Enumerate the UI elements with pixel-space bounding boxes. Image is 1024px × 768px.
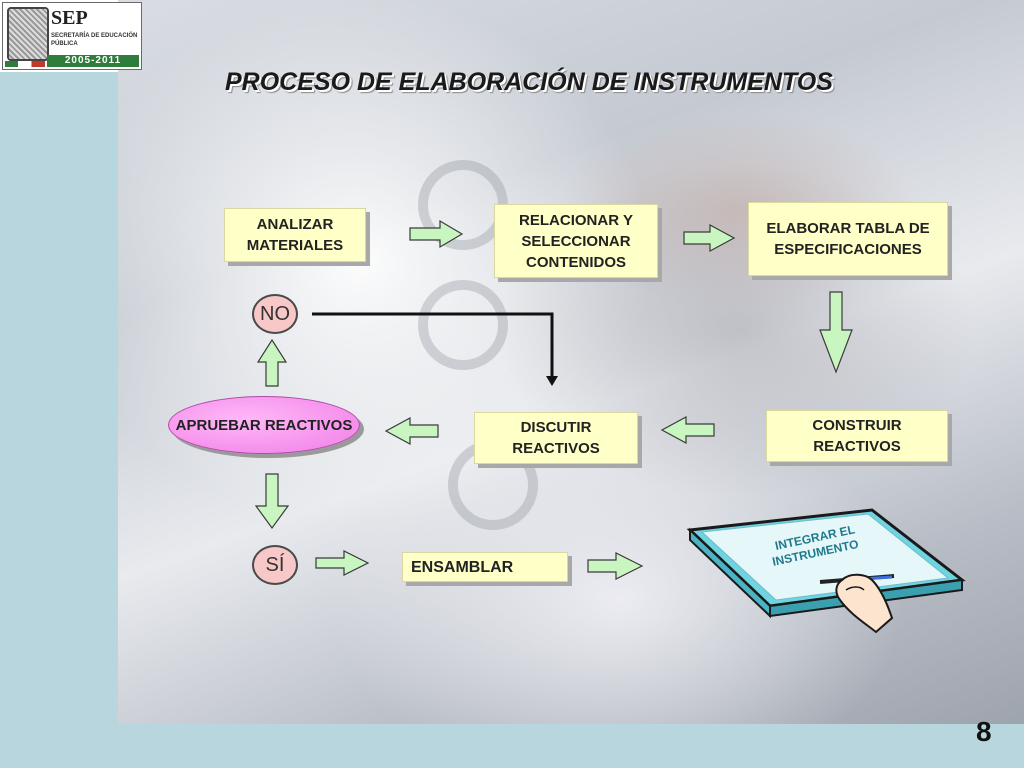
arrow-relacionar-to-elaborar — [683, 223, 736, 253]
bottom-band — [0, 724, 1024, 768]
sep-logo: SEP SECRETARÍA DE EDUCACIÓN PÚBLICA 2005… — [2, 2, 142, 70]
arrow-aprobar-to-no — [256, 338, 288, 387]
step-relacionar: RELACIONAR Y SELECCIONAR CONTENIDOS — [494, 204, 658, 278]
logo-stripe — [5, 61, 45, 67]
arrow-construir-to-discutir — [660, 415, 715, 445]
arrow-elaborar-to-construir — [819, 291, 853, 374]
step-elaborar: ELABORAR TABLA DE ESPECIFICACIONES — [748, 202, 948, 276]
step-discutir: DISCUTIR REACTIVOS — [474, 412, 638, 464]
logo-subtitle: SECRETARÍA DE EDUCACIÓN PÚBLICA — [51, 33, 138, 47]
arrow-discutir-to-aprobar — [384, 416, 439, 446]
arrow-ensamblar-to-integrar — [587, 552, 644, 580]
writing-hand-icon — [819, 573, 895, 634]
instrument-book-icon — [686, 508, 966, 619]
decision-si: SÍ — [252, 545, 298, 585]
logo-years: 2005-2011 — [47, 55, 139, 67]
logo-name: SEP — [51, 7, 88, 29]
arrow-analizar-to-relacionar — [409, 219, 464, 249]
left-band — [0, 72, 108, 724]
arrow-si-to-ensamblar — [315, 550, 370, 576]
step-construir: CONSTRUIR REACTIVOS — [766, 410, 948, 462]
page-title: PROCESO DE ELABORACIÓN DE INSTRUMENTOS — [225, 68, 833, 96]
page-number: 8 — [976, 716, 992, 747]
step-ensamblar: ENSAMBLAR — [402, 552, 568, 582]
arrow-no-to-discutir — [312, 312, 554, 378]
arrow-no-to-discutir-head — [546, 376, 558, 386]
arrow-aprobar-to-si — [254, 473, 290, 530]
seal-icon — [7, 7, 49, 61]
step-aprobar: APRUEBAR REACTIVOS — [168, 396, 360, 454]
step-analizar: ANALIZAR MATERIALES — [224, 208, 366, 262]
decision-no: NO — [252, 294, 298, 334]
